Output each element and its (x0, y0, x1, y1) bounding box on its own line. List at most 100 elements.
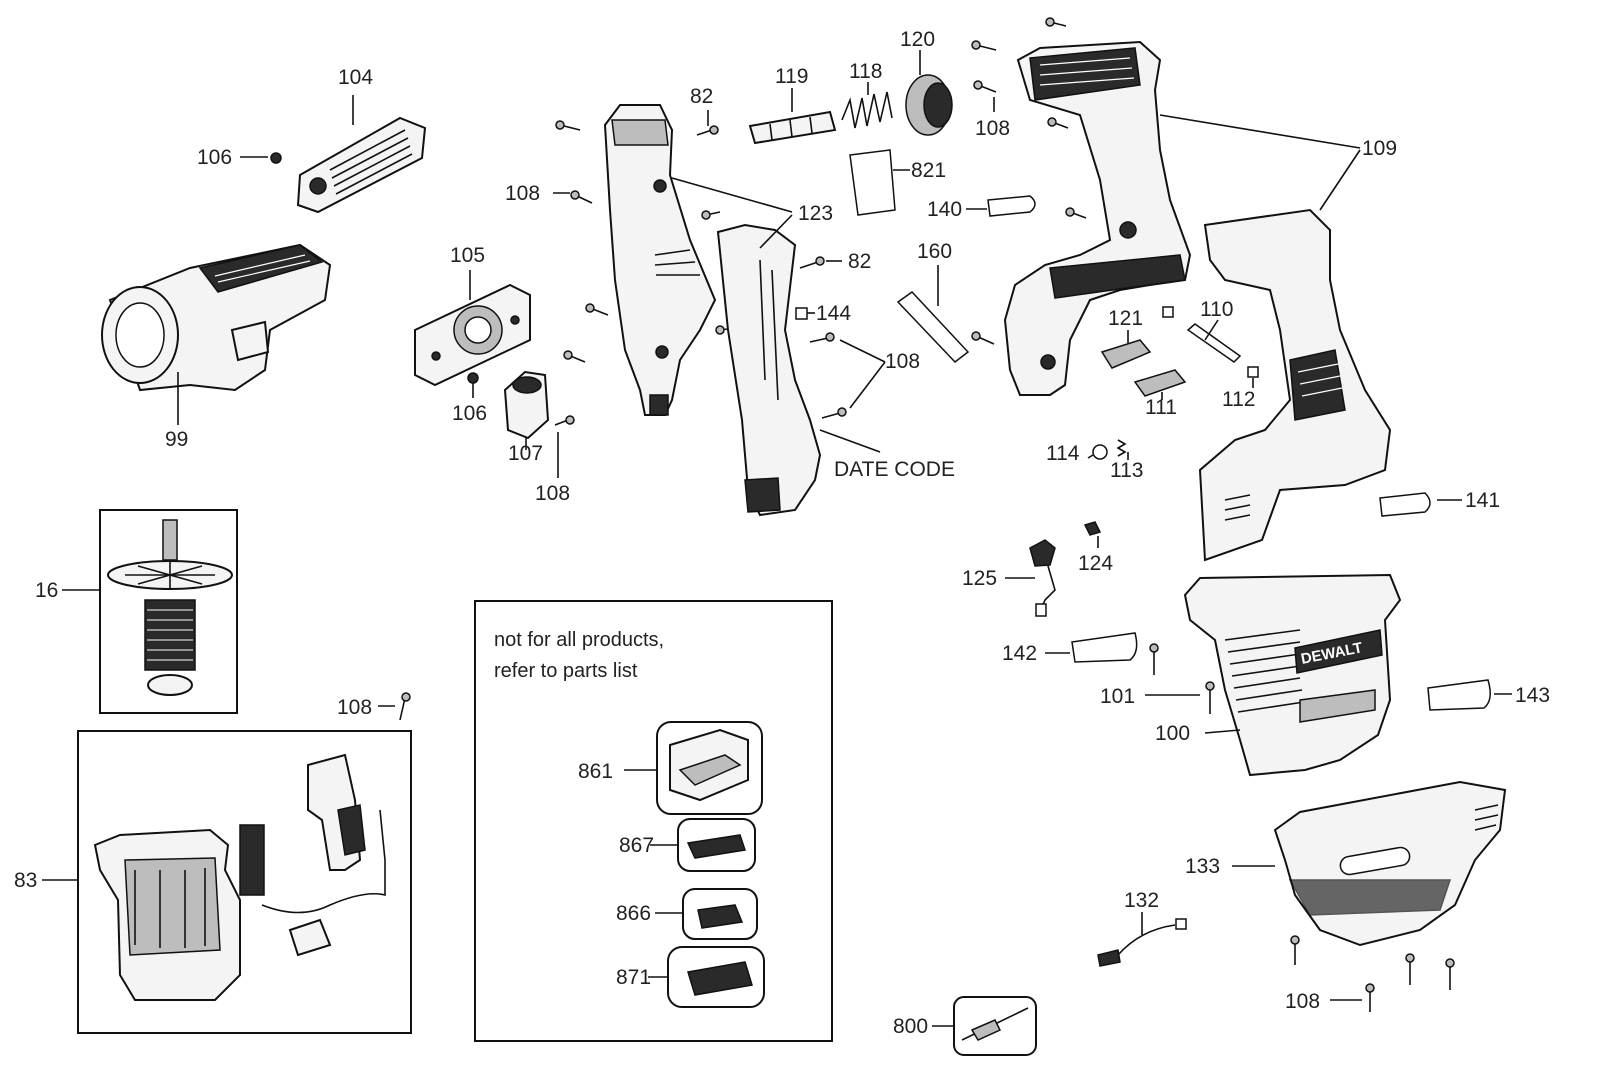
label-871: 871 (616, 966, 651, 989)
part-118-spring (841, 82, 893, 129)
part-125-wire-lead (1005, 539, 1056, 617)
label-104: 104 (338, 66, 373, 89)
part-119-shaft (748, 88, 837, 145)
label-141: 141 (1465, 489, 1500, 512)
label-108-f: 108 (337, 696, 372, 719)
optional-items-box (474, 600, 833, 1042)
label-118: 118 (849, 60, 882, 83)
date-code-label: DATE CODE (834, 458, 955, 481)
label-105: 105 (450, 244, 485, 267)
label-121: 121 (1108, 307, 1143, 330)
label-133: 133 (1185, 855, 1220, 878)
part-112-pin (1247, 366, 1259, 388)
part-108-bottom-screws (1290, 935, 1455, 1012)
label-83: 83 (14, 869, 37, 892)
label-119: 119 (775, 65, 808, 88)
label-106-top: 106 (197, 146, 232, 169)
label-113: 113 (1110, 459, 1143, 482)
part-143-label (1427, 679, 1512, 711)
label-16: 16 (35, 579, 58, 602)
part-100-motor-housing: DEWALT (1183, 573, 1402, 777)
part-107-collar (503, 370, 550, 450)
part-800-accessory (932, 996, 1037, 1056)
label-123: 123 (798, 202, 833, 225)
label-821: 821 (911, 159, 946, 182)
label-125: 125 (962, 567, 997, 590)
part-821-label (849, 149, 910, 216)
leader-date-code (819, 429, 881, 453)
label-111: 111 (1145, 396, 1177, 419)
part-109-housing-top (1003, 40, 1192, 396)
part-141-badge (1379, 492, 1462, 517)
part-110-strip (1162, 306, 1242, 363)
leader-123 (671, 177, 793, 249)
part-140-badge (966, 195, 1036, 217)
label-109: 109 (1362, 137, 1397, 160)
label-142: 142 (1002, 642, 1037, 665)
note-line-2: refer to parts list (494, 660, 638, 682)
part-871-charger (648, 946, 765, 1008)
label-108-a: 108 (535, 482, 570, 505)
label-110: 110 (1200, 298, 1233, 321)
part-121-latch (1100, 330, 1152, 369)
part-120-clutch-ring (905, 50, 953, 136)
part-108-screw-b (553, 190, 593, 204)
part-106-screw-top (240, 152, 282, 164)
label-160: 160 (917, 240, 952, 263)
part-83-motor-switch-assembly (42, 730, 412, 1034)
part-108-screw-f (378, 692, 411, 721)
label-99: 99 (165, 428, 188, 451)
label-861: 861 (578, 760, 613, 783)
screws-top-right (971, 17, 1087, 345)
label-143: 143 (1515, 684, 1550, 707)
label-867: 867 (619, 834, 654, 857)
leader-109 (1159, 114, 1361, 211)
part-133-base (1232, 780, 1507, 947)
part-867-bag (650, 818, 756, 872)
label-144: 144 (816, 302, 851, 325)
part-82-screw-top (696, 110, 719, 136)
label-107: 107 (508, 442, 543, 465)
part-16-armature (62, 509, 238, 714)
part-132-sensor-wire (1097, 912, 1187, 967)
part-108-screws-mid (809, 332, 886, 419)
label-101: 101 (1100, 685, 1135, 708)
part-123-housing-left (603, 104, 717, 416)
part-111-release-button (1133, 369, 1187, 400)
part-109-housing-side (1198, 208, 1392, 562)
label-140: 140 (927, 198, 962, 221)
part-101-screws (1145, 643, 1215, 714)
part-108-screw-a (554, 415, 575, 478)
part-106-screw-lower (467, 372, 479, 398)
part-113-spring (1116, 439, 1129, 460)
label-800: 800 (893, 1015, 928, 1038)
part-866-battery (655, 888, 758, 940)
label-112: 112 (1222, 388, 1255, 411)
label-82-top: 82 (690, 85, 713, 108)
label-132: 132 (1124, 889, 1159, 912)
part-114-button (1087, 444, 1108, 460)
part-123-housing-right (716, 223, 822, 517)
label-114: 114 (1046, 442, 1080, 465)
part-104-side-cover (296, 95, 427, 214)
label-108-d: 108 (975, 117, 1010, 140)
label-108-c: 108 (885, 350, 920, 373)
part-160-strip (896, 265, 970, 364)
label-108-b: 108 (505, 182, 540, 205)
part-124-clip (1083, 521, 1102, 548)
note-line-1: not for all products, (494, 629, 664, 651)
part-105-gear-plate (414, 270, 531, 387)
part-861-kit-case (624, 721, 763, 815)
label-120: 120 (900, 28, 935, 51)
label-124: 124 (1078, 552, 1113, 575)
part-142-label (1045, 632, 1138, 663)
label-82-mid: 82 (848, 250, 871, 273)
part-82-screw-mid (799, 256, 842, 269)
part-144-square-nut (795, 307, 815, 320)
label-106-lower: 106 (452, 402, 487, 425)
part-99-nose-housing (101, 243, 332, 425)
label-866: 866 (616, 902, 651, 925)
label-108-e: 108 (1285, 990, 1320, 1013)
label-100: 100 (1155, 722, 1190, 745)
